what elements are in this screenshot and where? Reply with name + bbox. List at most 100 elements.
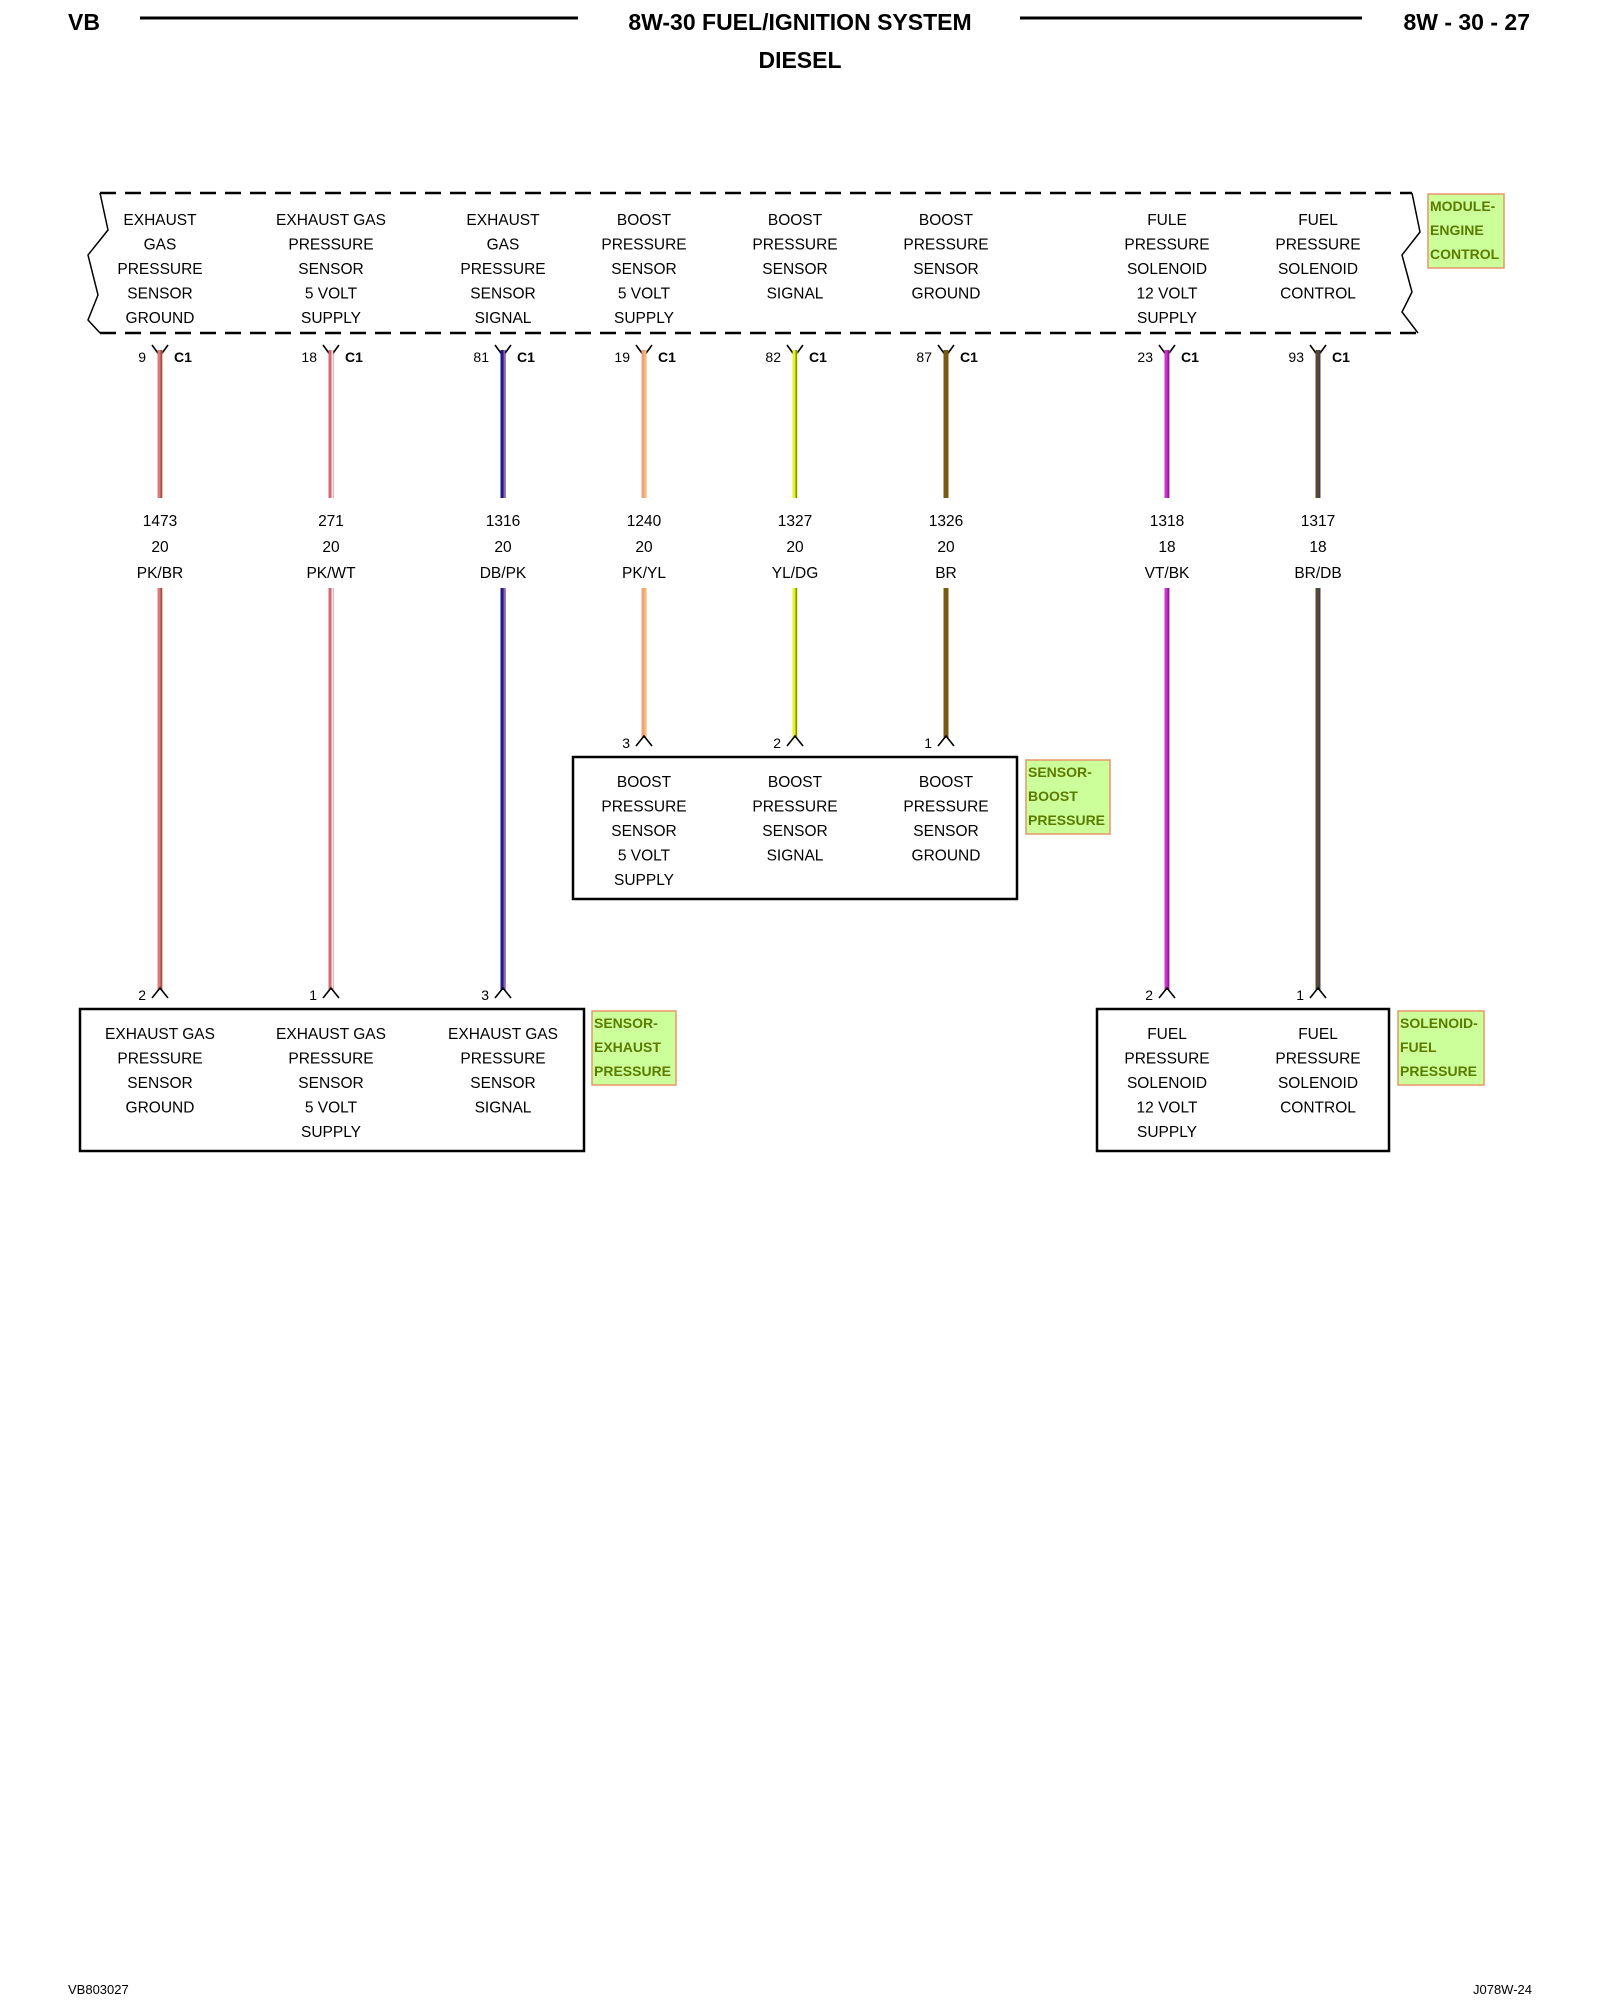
- wire-color-code: PK/WT: [306, 565, 356, 582]
- module-label-line: SENSOR: [127, 286, 192, 303]
- component-label-line: SUPPLY: [1137, 1124, 1197, 1141]
- component-pin-mark: [151, 986, 169, 999]
- component-label-line: SOLENOID: [1278, 1075, 1358, 1092]
- module-label-line: BOOST: [919, 212, 974, 229]
- module-label-line: GROUND: [912, 286, 981, 303]
- module-pin-number: 87: [916, 349, 932, 365]
- component-label-line: BOOST: [768, 774, 823, 791]
- wire-circuit-number: 1240: [627, 513, 662, 530]
- component-pin-number: 2: [1145, 987, 1153, 1003]
- wire-color-code: YL/DG: [772, 565, 819, 582]
- component-label-line: SUPPLY: [301, 1124, 361, 1141]
- component-pin-mark: [1158, 986, 1176, 999]
- component-pin-number: 3: [622, 735, 630, 751]
- header-subtitle: DIESEL: [758, 47, 841, 73]
- module-label-line: SIGNAL: [475, 310, 532, 327]
- module-label-line: SUPPLY: [614, 310, 674, 327]
- component-label-line: PRESSURE: [1124, 1051, 1209, 1068]
- component-pin-number: 1: [924, 735, 932, 751]
- component-label-line: GROUND: [912, 848, 981, 865]
- component-label-line: PRESSURE: [752, 799, 837, 816]
- wire-circuit-number: 271: [318, 513, 344, 530]
- component-pin-number: 2: [773, 735, 781, 751]
- component-label-line: SENSOR: [470, 1075, 535, 1092]
- component-pin-number: 1: [309, 987, 317, 1003]
- wire-gauge: 20: [937, 539, 955, 556]
- tag-solenoid-fuel-pressure-box: [1397, 1010, 1485, 1086]
- tag-solenoid-fuel-pressure-line: FUEL: [1400, 1039, 1437, 1055]
- module-label-line: PRESSURE: [601, 237, 686, 254]
- exhaust-sensor-box: [78, 1007, 586, 1153]
- module-connector-id: C1: [517, 349, 535, 365]
- module-label-line: PRESSURE: [288, 237, 373, 254]
- module-label-line: PRESSURE: [903, 237, 988, 254]
- component-label-line: EXHAUST GAS: [276, 1026, 386, 1043]
- module-pin-number: 9: [138, 349, 146, 365]
- wire-circuit-number: 1326: [929, 513, 963, 530]
- module-pin-number: 82: [765, 349, 781, 365]
- module-label-line: SENSOR: [611, 261, 676, 278]
- module-label-line: PRESSURE: [460, 261, 545, 278]
- component-label-line: SUPPLY: [614, 872, 674, 889]
- module-label-line: SENSOR: [298, 261, 363, 278]
- tag-solenoid-fuel-pressure-line: PRESSURE: [1400, 1063, 1477, 1079]
- wire-color-code: VT/BK: [1145, 565, 1190, 582]
- module-label-line: GROUND: [126, 310, 195, 327]
- component-label-line: PRESSURE: [288, 1051, 373, 1068]
- tag-module-engine-control-line: MODULE-: [1430, 198, 1496, 214]
- tag-sensor-boost-pressure-box: [1025, 759, 1111, 835]
- module-label-line: PRESSURE: [752, 237, 837, 254]
- module-label-line: 5 VOLT: [305, 286, 358, 303]
- tag-module-engine-control-box: [1427, 193, 1505, 269]
- wire-gauge: 20: [494, 539, 512, 556]
- module-connector-id: C1: [1332, 349, 1350, 365]
- module-label-line: FULE: [1147, 212, 1187, 229]
- component-label-line: SIGNAL: [475, 1100, 532, 1117]
- component-pin-number: 3: [481, 987, 489, 1003]
- module-label-line: GAS: [487, 237, 520, 254]
- component-label-line: SENSOR: [611, 823, 676, 840]
- module-connector-id: C1: [345, 349, 363, 365]
- component-pin-number: 2: [138, 987, 146, 1003]
- module-label-line: SOLENOID: [1127, 261, 1207, 278]
- module-pin-number: 81: [473, 349, 489, 365]
- header-title: 8W-30 FUEL/IGNITION SYSTEM: [628, 9, 971, 35]
- component-label-line: CONTROL: [1280, 1100, 1356, 1117]
- component-label-line: PRESSURE: [117, 1051, 202, 1068]
- module-label-line: SENSOR: [913, 261, 978, 278]
- wire-runs: [157, 350, 1321, 990]
- module-label-line: 5 VOLT: [618, 286, 671, 303]
- module-label-line: GAS: [144, 237, 177, 254]
- wire-circuit-number: 1473: [143, 513, 177, 530]
- component-label-line: PRESSURE: [460, 1051, 545, 1068]
- module-label-line: SUPPLY: [301, 310, 361, 327]
- module-connector-id: C1: [658, 349, 676, 365]
- wire-gauge: 18: [1309, 539, 1326, 556]
- component-label-line: SENSOR: [913, 823, 978, 840]
- module-label-line: PRESSURE: [1124, 237, 1209, 254]
- wire-color-code: BR/DB: [1294, 565, 1341, 582]
- module-label-line: SENSOR: [762, 261, 827, 278]
- fuel-solenoid-box: [1095, 1007, 1391, 1153]
- component-label-line: PRESSURE: [601, 799, 686, 816]
- module-connector-id: C1: [1181, 349, 1199, 365]
- module-label-line: SUPPLY: [1137, 310, 1197, 327]
- module-label-line: FUEL: [1298, 212, 1338, 229]
- component-pin-mark: [635, 734, 653, 747]
- module-label-line: EXHAUST GAS: [276, 212, 386, 229]
- engine-control-module-outline: [87, 191, 1421, 335]
- wire-circuit-number: 1317: [1301, 513, 1335, 530]
- header-section-code: VB: [68, 9, 100, 35]
- tag-module-engine-control-line: CONTROL: [1430, 246, 1500, 262]
- wire-circuit-number: 1318: [1150, 513, 1184, 530]
- wire-color-code: PK/BR: [137, 565, 184, 582]
- component-label-line: SENSOR: [127, 1075, 192, 1092]
- module-connector-id: C1: [174, 349, 192, 365]
- module-label-line: PRESSURE: [1275, 237, 1360, 254]
- tag-sensor-boost-pressure-line: PRESSURE: [1028, 812, 1105, 828]
- module-label-line: BOOST: [768, 212, 823, 229]
- tag-sensor-exhaust-pressure-line: SENSOR-: [594, 1015, 658, 1031]
- module-pin-number: 93: [1288, 349, 1304, 365]
